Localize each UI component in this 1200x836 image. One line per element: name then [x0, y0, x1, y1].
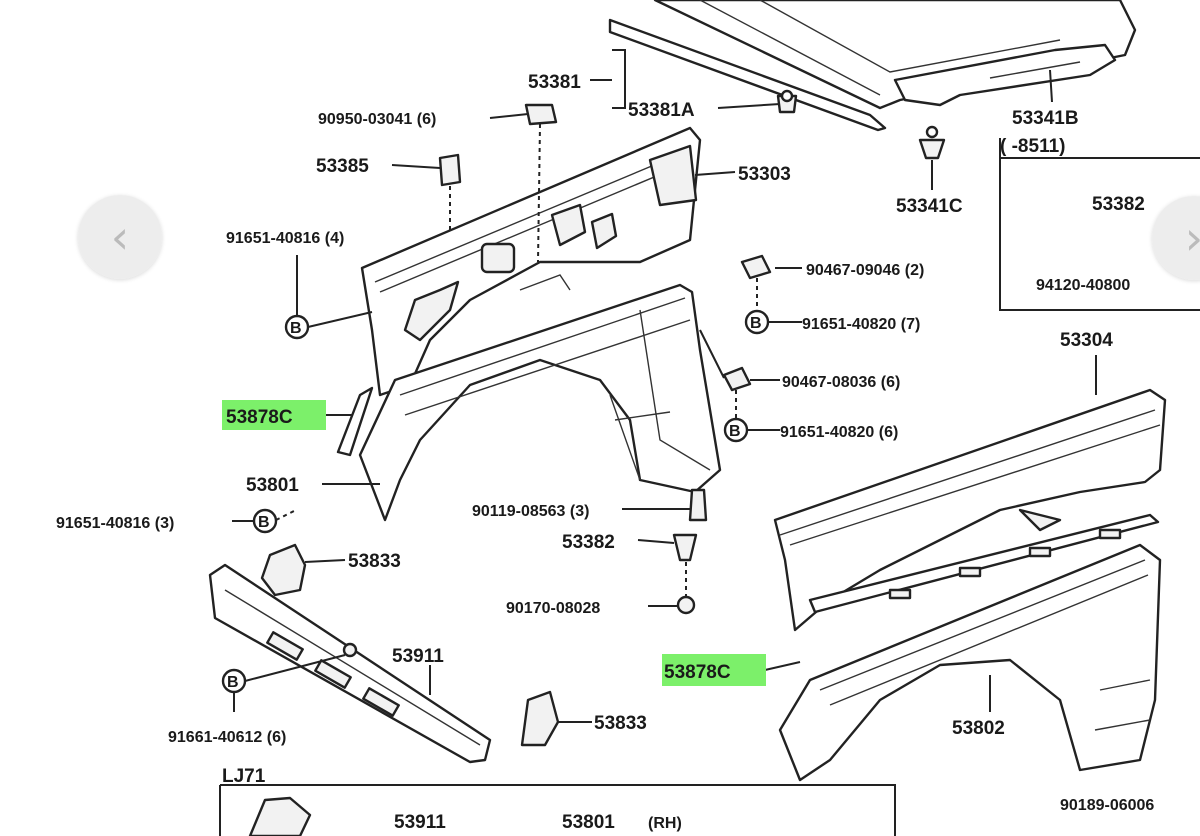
label-90170-08028: 90170-08028 — [506, 600, 600, 617]
label-53833-upper: 53833 — [348, 551, 401, 572]
label-53801-lower: 53801 — [562, 812, 615, 833]
apron-53911 — [208, 563, 492, 764]
label-53381: 53381 — [528, 72, 581, 93]
label-91651-40816-4: 91651-40816 (4) — [226, 230, 344, 247]
label-8511: ( -8511) — [1000, 136, 1065, 157]
label-53801: 53801 — [246, 475, 299, 496]
inner-fender-53801 — [358, 283, 722, 522]
lj71-inset-part — [248, 796, 312, 836]
label-90950-03041: 90950-03041 (6) — [318, 111, 436, 128]
label-53341B: 53341B — [1012, 108, 1079, 129]
label-90119-08563: 90119-08563 (3) — [472, 503, 589, 520]
chevron-right-icon: › — [1185, 215, 1200, 261]
svg-text:B: B — [290, 320, 302, 337]
label-53878C-right: 53878C — [664, 662, 731, 683]
clip-90950 — [524, 103, 558, 126]
label-91661-40612: 91661-40612 (6) — [168, 729, 286, 746]
label-53341C: 53341C — [896, 196, 963, 217]
seal-53878C-right — [808, 513, 1160, 614]
label-RH: (RH) — [648, 815, 682, 832]
label-53381A: 53381A — [628, 100, 695, 121]
bolts: B B B B B — [221, 309, 770, 694]
front-fender-53304 — [773, 388, 1167, 632]
svg-text:B: B — [258, 514, 270, 531]
label-90189-06006: 90189-06006 — [1060, 797, 1154, 814]
bracket-53833-upper — [260, 543, 307, 597]
label-91651-40820-7: 91651-40820 (7) — [802, 316, 920, 333]
label-53833-lower: 53833 — [594, 713, 647, 734]
label-91651-40816-3: 91651-40816 (3) — [56, 515, 174, 532]
clip-90467-09046 — [740, 254, 772, 280]
clip-90467-08036 — [722, 366, 752, 392]
label-53802: 53802 — [952, 718, 1005, 739]
bracket-53833-lower — [520, 690, 560, 747]
svg-text:B: B — [227, 674, 239, 691]
hood-panel — [608, 0, 1137, 132]
fender-liner-53802 — [778, 543, 1162, 782]
leader-lines — [219, 49, 1200, 836]
label-90467-09046: 90467-09046 (2) — [806, 262, 924, 279]
label-53385: 53385 — [316, 156, 369, 177]
svg-text:B: B — [750, 315, 762, 332]
retainer-53341C — [918, 125, 946, 160]
label-53303: 53303 — [738, 164, 791, 185]
highlight-53878C-right — [662, 654, 766, 686]
label-90467-08036: 90467-08036 (6) — [782, 374, 900, 391]
bracket-53385 — [438, 153, 462, 187]
label-53911-lower: 53911 — [394, 812, 446, 833]
label-94120-40800: 94120-40800 — [1036, 277, 1130, 294]
clip-53381A — [776, 89, 798, 114]
label-53382-top: 53382 — [1092, 194, 1145, 215]
label-53304: 53304 — [1060, 330, 1113, 351]
label-LJ71: LJ71 — [222, 766, 266, 787]
label-53382: 53382 — [562, 532, 615, 553]
part-labels: 53381 53381A 90950-03041 (6) 53341B ( -8… — [56, 72, 1154, 833]
cowl-panel-53303 — [360, 126, 702, 397]
highlight-53878C-left — [222, 400, 326, 430]
previous-image-button[interactable]: ‹ — [78, 195, 162, 279]
svg-text:B: B — [729, 423, 741, 440]
seal-53878C-left — [336, 386, 374, 457]
label-53911: 53911 — [392, 646, 444, 667]
label-91651-40820-6: 91651-40820 (6) — [780, 424, 898, 441]
label-53878C-left: 53878C — [226, 407, 293, 428]
chevron-left-icon: ‹ — [110, 210, 130, 264]
